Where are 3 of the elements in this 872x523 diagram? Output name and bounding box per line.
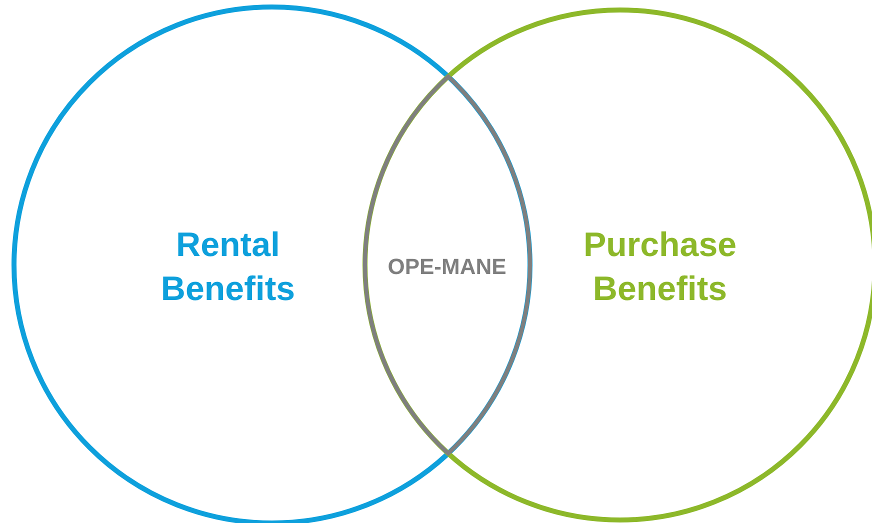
set-label: Rental Benefits (160, 224, 296, 310)
overlap-label: OPE-MANE (386, 252, 508, 281)
set-label: Purchase Benefits (582, 224, 738, 310)
